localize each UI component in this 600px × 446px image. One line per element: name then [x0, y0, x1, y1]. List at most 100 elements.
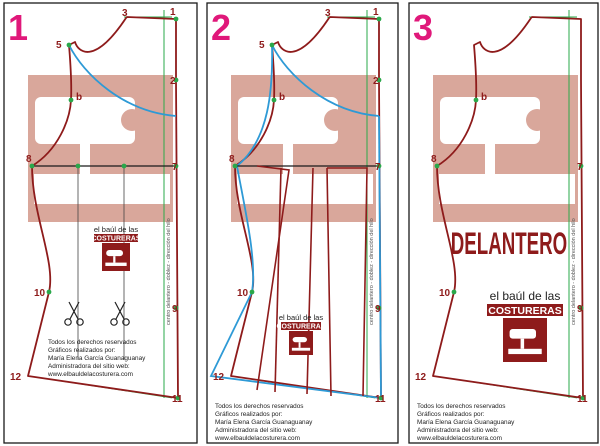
panel-3: centro delantero - doblez - dirección de…	[408, 2, 599, 444]
icon-arm	[509, 329, 536, 339]
credit-line: María Elena García Guanaguanay	[215, 419, 313, 426]
panel-number: 3	[413, 7, 433, 48]
icon-needle	[520, 338, 525, 349]
logo-line2: COSTURERAS	[488, 305, 562, 317]
watermark-needle-bar	[485, 144, 495, 174]
label-p5: 5	[259, 40, 265, 51]
icon-base	[105, 262, 127, 266]
credit-line: Todos los derechos reservados	[215, 403, 303, 410]
scissors-icon	[64, 301, 84, 326]
point-p8	[232, 163, 238, 169]
label-p9: 9	[577, 304, 583, 315]
scissors-handle	[122, 318, 130, 326]
point-p2	[173, 77, 179, 83]
icon-needle	[298, 342, 301, 348]
label-p11: 11	[375, 394, 386, 405]
label-p2: 2	[373, 76, 379, 87]
point-p1	[173, 16, 179, 22]
point-p5	[66, 42, 72, 48]
point-p11	[378, 395, 384, 401]
label-p2: 2	[170, 76, 176, 87]
label-p12: 12	[10, 372, 22, 383]
label-p8: 8	[229, 154, 235, 165]
point-pb	[473, 97, 479, 103]
bodice-outline	[432, 16, 584, 399]
label-p1: 1	[373, 7, 379, 18]
watermark-wheel	[324, 109, 346, 131]
point-p11	[580, 395, 586, 401]
logo-line2: COSTURERAS	[276, 324, 325, 331]
point-p7	[578, 163, 584, 169]
credit-line: www.elbauldelacosturera.com	[47, 371, 133, 378]
point-pb	[271, 97, 277, 103]
watermark	[433, 75, 578, 222]
point-p2	[376, 77, 382, 83]
new-neckline	[271, 44, 380, 117]
label-p11: 11	[577, 394, 588, 405]
label-p12: 12	[415, 372, 427, 383]
credit-line: Administradora del sitio web:	[417, 427, 499, 434]
scissors-blade	[69, 301, 80, 320]
watermark-machine-head	[35, 97, 135, 144]
label-p8: 8	[26, 154, 32, 165]
watermark-wheel	[526, 109, 548, 131]
scissors-handle	[64, 318, 72, 326]
label-pb: b	[279, 92, 285, 103]
scissors-icon	[110, 301, 130, 326]
grain-line-text: centro delantero - doblez - dirección de…	[166, 218, 172, 325]
panel-number: 2	[211, 7, 231, 48]
icon-arm	[292, 337, 307, 343]
logo-line1: el baúl de las	[94, 225, 138, 234]
label-p11: 11	[172, 394, 183, 405]
scissors-handle	[76, 318, 84, 326]
label-p9: 9	[375, 304, 381, 315]
point-p9	[578, 305, 584, 311]
icon-base	[508, 348, 542, 355]
label-p10: 10	[34, 288, 46, 299]
scissors-blade	[114, 301, 125, 320]
panel-seam	[327, 167, 368, 397]
label-p5: 5	[56, 40, 62, 51]
point-p5	[269, 42, 275, 48]
logo-line2: COSTURERAS	[91, 236, 140, 243]
point-p9	[376, 305, 382, 311]
credit-line: Administradora del sitio web:	[48, 363, 130, 370]
point-dart	[121, 163, 127, 169]
point-pb	[68, 97, 74, 103]
sewing-machine-icon	[503, 318, 547, 362]
grain-line-text: centro delantero - doblez - dirección de…	[571, 218, 577, 325]
credit-line: María Elena García Guanaguanay	[417, 419, 515, 426]
point-p7	[376, 163, 382, 169]
logo-banner	[487, 304, 563, 316]
watermark-machine-base	[34, 174, 170, 204]
point-dart	[75, 163, 81, 169]
label-p10: 10	[439, 288, 451, 299]
panel-seam	[256, 165, 290, 391]
panel-seam	[274, 167, 282, 393]
label-pb: b	[76, 92, 82, 103]
label-p10: 10	[237, 288, 249, 299]
panel-number: 1	[8, 7, 28, 48]
label-p9: 9	[172, 304, 178, 315]
label-p3: 3	[325, 8, 331, 19]
label-p3: 3	[122, 8, 128, 19]
new-neckline	[68, 44, 177, 117]
credit-line: Todos los derechos reservados	[417, 403, 505, 410]
watermark-wheel	[121, 109, 143, 131]
label-p7: 7	[375, 162, 381, 173]
watermark-needle-bar	[283, 144, 293, 174]
watermark	[28, 75, 173, 222]
label-p7: 7	[577, 162, 583, 173]
credit-line: Gráficos realizados por:	[417, 411, 485, 418]
credit-line: www.elbauldelacosturera.com	[214, 435, 300, 442]
point-p8	[434, 163, 440, 169]
sewing-machine-icon	[289, 331, 313, 355]
point-p11	[175, 395, 181, 401]
logo-line1: el baúl de las	[279, 313, 323, 322]
credit-line: Todos los derechos reservados	[48, 339, 136, 346]
point-p10	[451, 289, 457, 295]
logo-line1: el baúl de las	[490, 289, 561, 303]
point-p8	[29, 163, 35, 169]
